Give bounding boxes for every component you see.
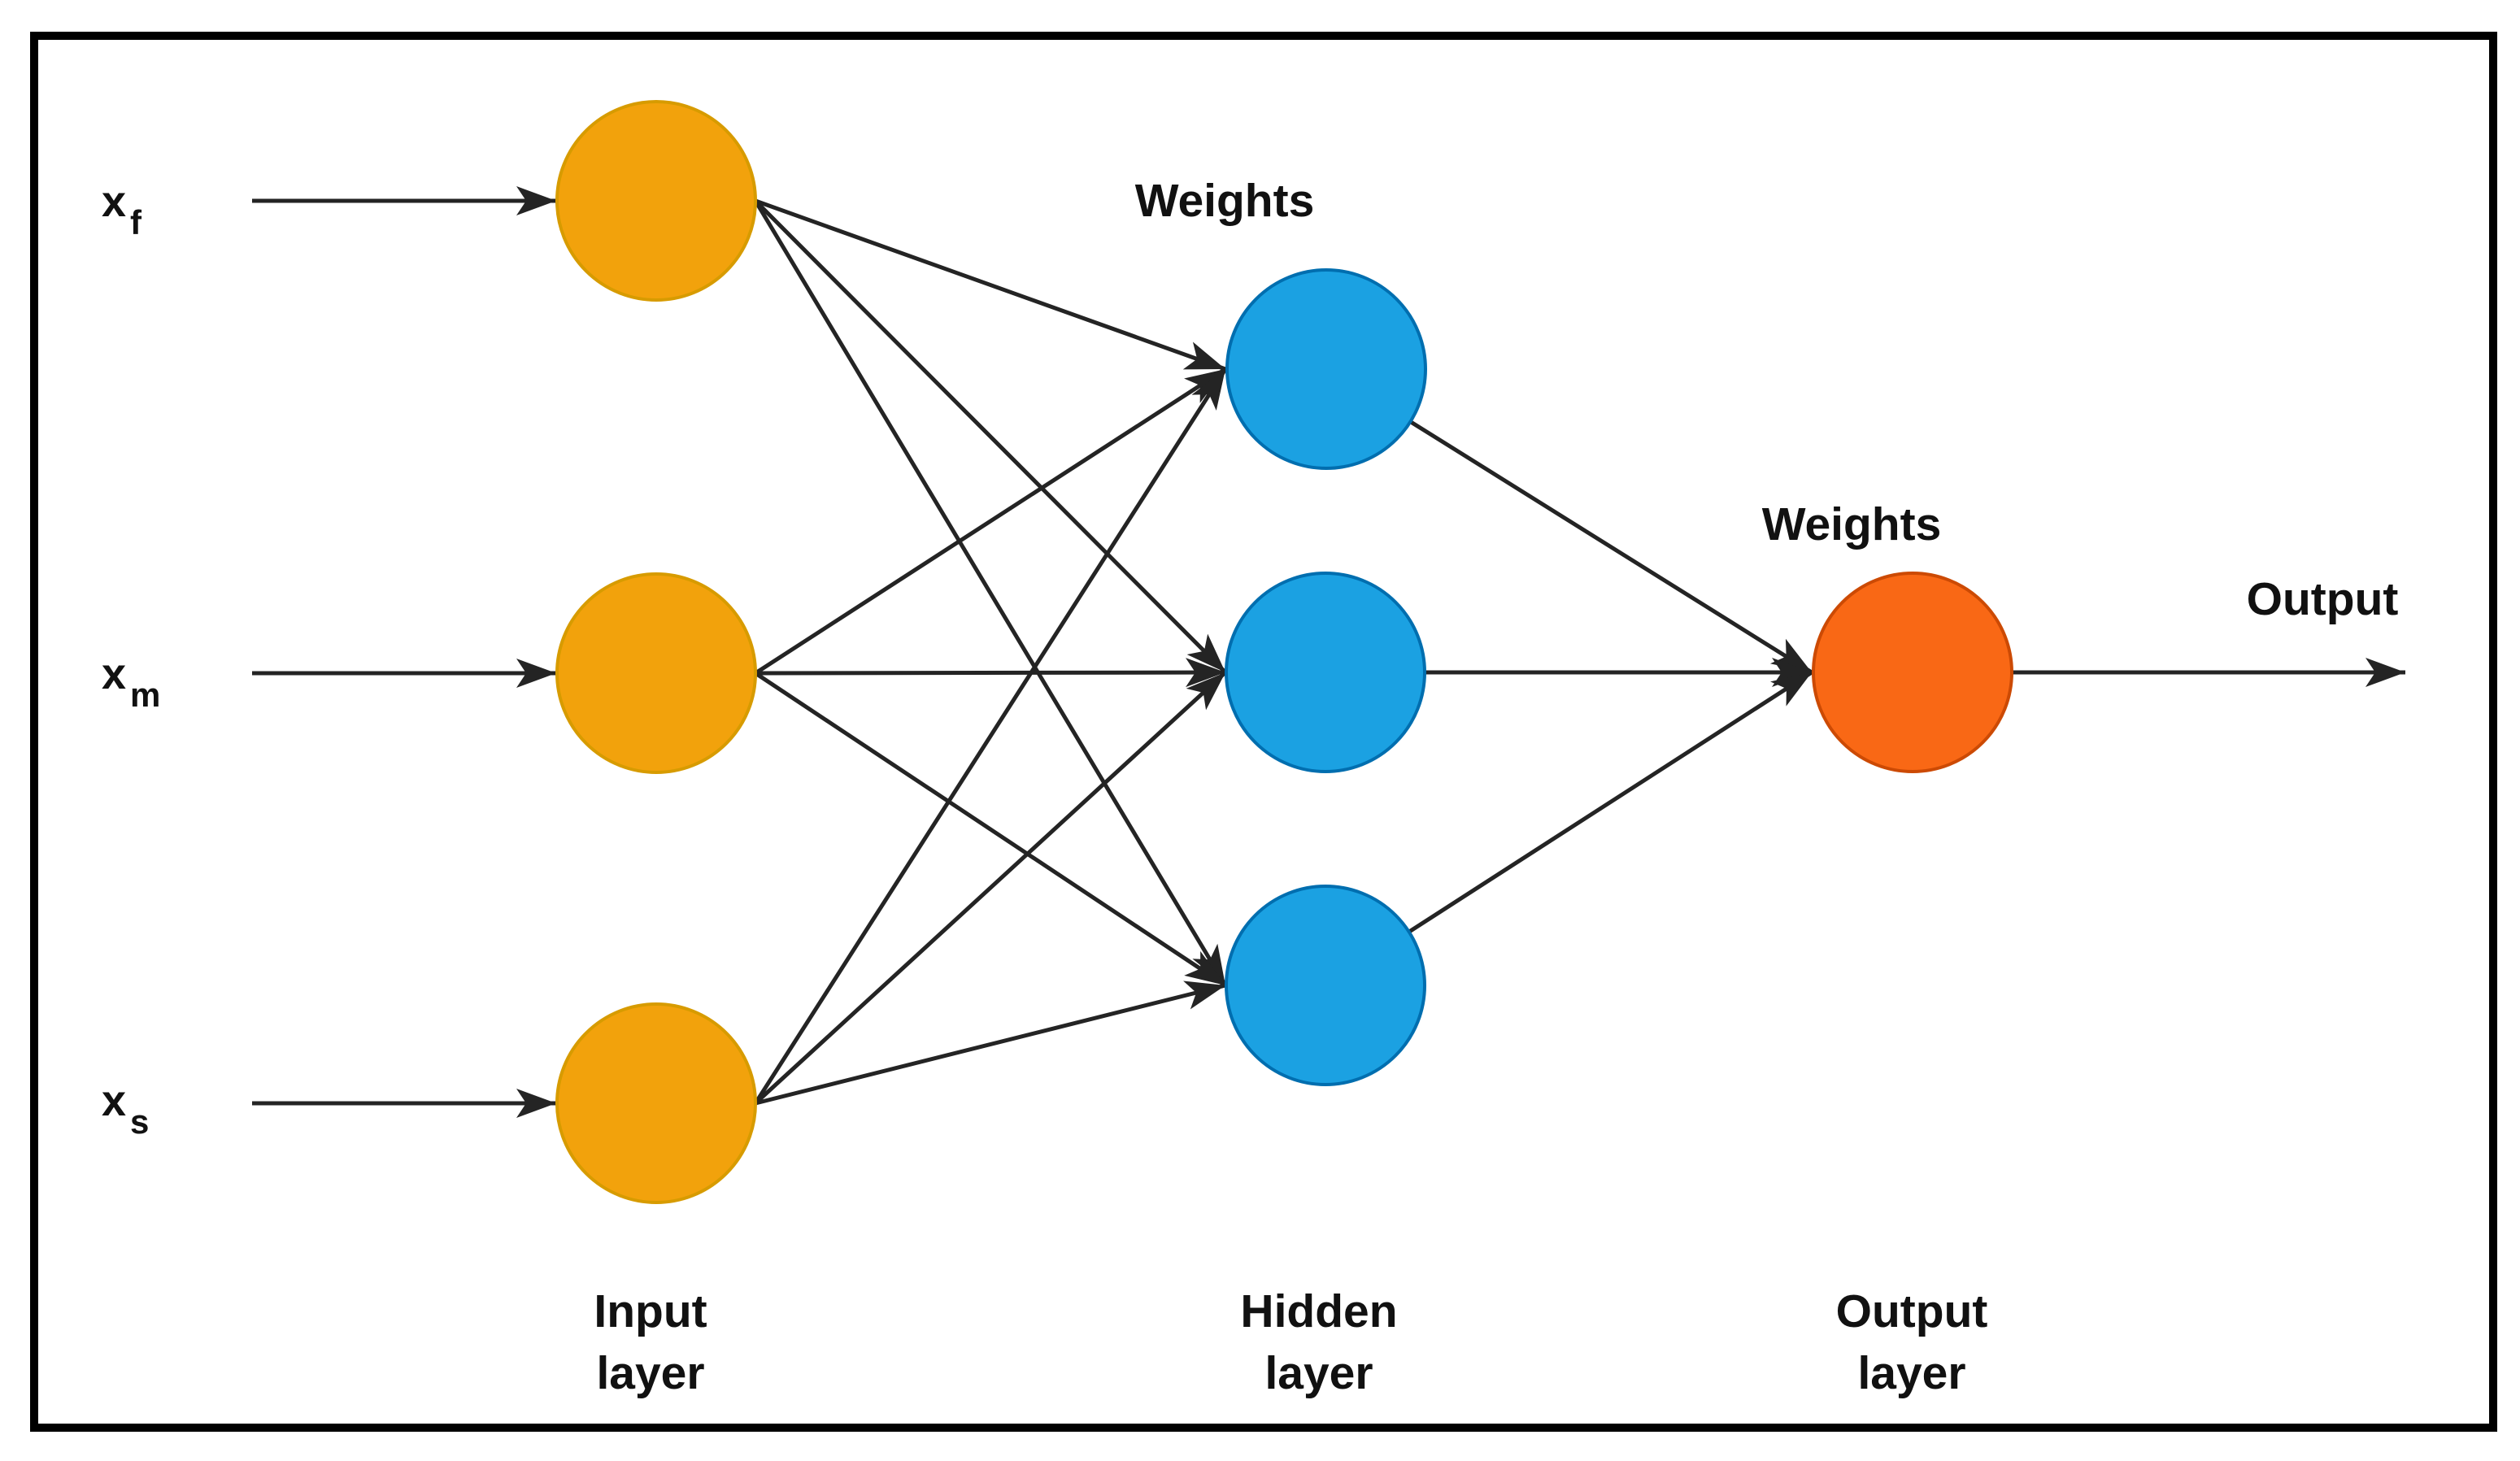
input-label-3: x <box>102 1076 126 1125</box>
edge-input3-hidden2 <box>754 671 1227 1105</box>
edge-input3-hidden3 <box>755 981 1226 1106</box>
input-variable-labels: x f x m x s <box>102 177 160 1141</box>
edge-input2-hidden1 <box>754 367 1227 676</box>
edge-input3-hidden1 <box>753 367 1228 1105</box>
input-label-1: x <box>102 177 126 226</box>
input-label-1-subscript: f <box>130 203 142 241</box>
input-to-hidden-edges <box>753 198 1228 1106</box>
edge-input1-hidden1 <box>755 198 1226 372</box>
edge-input2-hidden2 <box>755 658 1226 688</box>
output-arrow-label: Output <box>2247 573 2399 625</box>
hidden-layer-caption-line1: Hidden <box>1240 1285 1397 1337</box>
edge-input1-hidden2 <box>754 199 1227 674</box>
edge-hidden1-output <box>1409 420 1813 675</box>
input-label-3-subscript: s <box>130 1102 149 1141</box>
hidden-to-output-edges <box>1408 420 1813 934</box>
hidden-weights-label: Weights <box>1135 175 1315 227</box>
edge-hidden3-output <box>1408 670 1813 934</box>
input-node-1 <box>555 100 757 302</box>
edge-input2-hidden3 <box>754 671 1227 988</box>
edge-input1-hidden3 <box>753 199 1228 987</box>
input-arrows <box>252 186 556 1118</box>
input-label-2-subscript: m <box>130 676 160 714</box>
output-weights-label: Weights <box>1762 498 1942 550</box>
input-layer-caption-line2: layer <box>596 1347 704 1399</box>
output-layer-caption-line2: layer <box>1857 1347 1965 1399</box>
diagram-border <box>30 32 2497 1432</box>
hidden-node-1 <box>1225 268 1427 470</box>
hidden-layer-nodes <box>1225 268 1427 1086</box>
hidden-node-2 <box>1225 572 1426 773</box>
input-layer-caption-line1: Input <box>594 1285 707 1337</box>
input-label-2: x <box>102 650 126 698</box>
hidden-node-3 <box>1225 885 1426 1086</box>
output-layer-caption-line1: Output <box>1836 1285 1988 1337</box>
output-node <box>1812 572 2013 773</box>
input-node-3 <box>555 1002 757 1204</box>
hidden-layer-caption-line2: layer <box>1264 1347 1373 1399</box>
layer-captions: Input layer Hidden layer Output layer <box>594 1285 1987 1399</box>
input-layer-nodes <box>555 100 757 1204</box>
input-node-2 <box>555 572 757 774</box>
